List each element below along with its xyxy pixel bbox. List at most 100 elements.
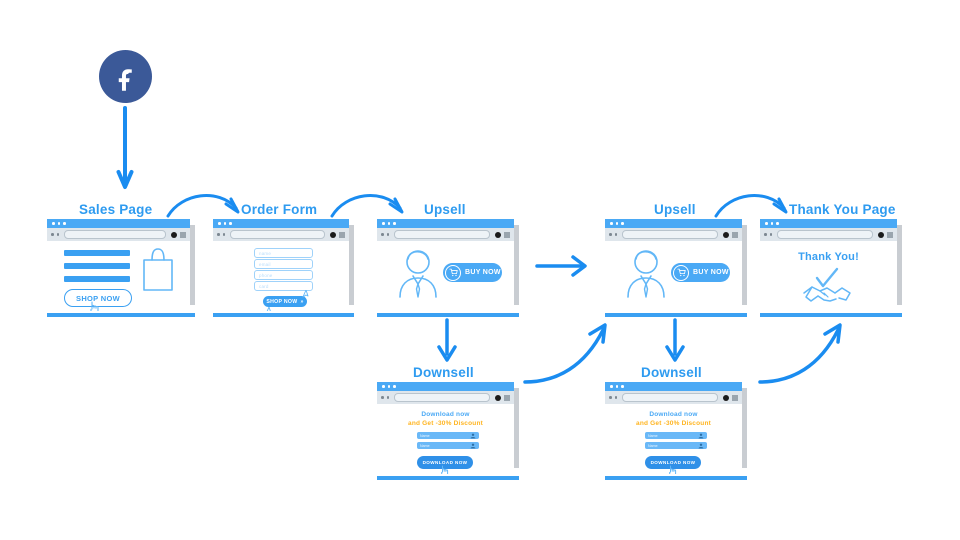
buy-now-button[interactable]: BUY NOW <box>671 263 730 282</box>
window-baseline <box>760 313 902 317</box>
window-frame: Download now and Get -30% Discount Name … <box>605 382 742 474</box>
input-placeholder: Name <box>420 443 430 448</box>
input-name-1[interactable]: Name <box>417 432 479 439</box>
browser-toolbar[interactable] <box>377 228 514 242</box>
window-baseline <box>605 476 747 480</box>
window-titlebar <box>377 382 514 391</box>
gear-icon[interactable] <box>495 231 501 238</box>
back-icon[interactable] <box>609 396 612 399</box>
window-baseline <box>47 313 195 317</box>
gear-icon[interactable] <box>330 231 336 238</box>
window-baseline <box>377 476 519 480</box>
browser-toolbar[interactable] <box>47 228 190 242</box>
browser-toolbar[interactable] <box>605 228 742 242</box>
input-name[interactable]: name <box>254 248 313 258</box>
download-now-button[interactable]: DOWNLOAD NOW <box>417 456 473 469</box>
window-downsell-2[interactable]: Download now and Get -30% Discount Name … <box>605 382 747 480</box>
window-upsell-1[interactable]: BUY NOW <box>377 219 519 317</box>
window-shadow-right <box>897 225 902 305</box>
window-frame: SHOP NOW <box>47 219 190 311</box>
menu-icon[interactable] <box>504 394 510 401</box>
thank-you-message: Thank You! <box>798 251 859 263</box>
browser-toolbar[interactable] <box>377 391 514 405</box>
back-icon[interactable] <box>609 233 612 236</box>
back-icon[interactable] <box>381 396 384 399</box>
arrow-order-form-to-upsell-1 <box>330 194 404 218</box>
menu-icon[interactable] <box>887 231 893 238</box>
browser-toolbar[interactable] <box>760 228 897 242</box>
address-bar[interactable] <box>394 393 490 402</box>
handshake-check-icon <box>803 267 851 302</box>
downsell-headline: Download now <box>421 411 470 418</box>
buy-now-button[interactable]: BUY NOW <box>443 263 502 282</box>
titlebar-dot <box>615 385 618 388</box>
window-frame: BUY NOW <box>377 219 514 311</box>
shop-now-button[interactable]: SHOP NOW » <box>263 296 307 307</box>
address-bar[interactable] <box>230 230 325 239</box>
shopping-cart-icon <box>673 264 689 281</box>
titlebar-dot <box>229 222 232 225</box>
input-name-2[interactable]: Name <box>645 442 707 449</box>
input-name-2[interactable]: Name <box>417 442 479 449</box>
forward-icon[interactable] <box>386 233 389 236</box>
window-thank-you[interactable]: Thank You! <box>760 219 902 317</box>
forward-icon[interactable] <box>56 233 59 236</box>
address-bar[interactable] <box>394 230 490 239</box>
gear-icon[interactable] <box>723 231 729 238</box>
menu-icon[interactable] <box>504 231 510 238</box>
menu-icon[interactable] <box>180 231 186 238</box>
window-downsell-1[interactable]: Download now and Get -30% Discount Name … <box>377 382 519 480</box>
step-title-thank-you: Thank You Page <box>789 202 896 217</box>
window-shadow-right <box>514 225 519 305</box>
address-bar[interactable] <box>622 230 718 239</box>
browser-toolbar[interactable] <box>213 228 349 242</box>
forward-icon[interactable] <box>386 396 389 399</box>
window-order-form[interactable]: name email phone card SHOP NOW » <box>213 219 354 317</box>
forward-icon[interactable] <box>769 233 772 236</box>
window-upsell-2[interactable]: BUY NOW <box>605 219 747 317</box>
step-title-downsell-1: Downsell <box>413 365 474 380</box>
cursor-arrow-icon <box>302 290 309 298</box>
gear-icon[interactable] <box>723 394 729 401</box>
window-baseline <box>605 313 747 317</box>
forward-icon[interactable] <box>614 396 617 399</box>
titlebar-dot <box>223 222 226 225</box>
arrow-upsell-2-to-downsell-2 <box>665 318 685 362</box>
back-icon[interactable] <box>381 233 384 236</box>
back-icon[interactable] <box>764 233 767 236</box>
forward-icon[interactable] <box>222 233 225 236</box>
menu-icon[interactable] <box>732 231 738 238</box>
input-placeholder: Name <box>420 433 430 438</box>
address-bar[interactable] <box>622 393 718 402</box>
titlebar-dot <box>393 385 396 388</box>
forward-icon[interactable] <box>614 233 617 236</box>
browser-toolbar[interactable] <box>605 391 742 405</box>
window-sales-page[interactable]: SHOP NOW <box>47 219 195 317</box>
window-shadow-right <box>190 225 195 305</box>
back-icon[interactable] <box>51 233 54 236</box>
address-bar[interactable] <box>777 230 873 239</box>
titlebar-dot <box>63 222 66 225</box>
window-titlebar <box>377 219 514 228</box>
address-bar[interactable] <box>64 230 166 239</box>
menu-icon[interactable] <box>732 394 738 401</box>
gear-icon[interactable] <box>495 394 501 401</box>
input-name-1[interactable]: Name <box>645 432 707 439</box>
input-phone[interactable]: phone <box>254 270 313 280</box>
gear-icon[interactable] <box>878 231 884 238</box>
gear-icon[interactable] <box>171 231 177 238</box>
window-frame: Thank You! <box>760 219 897 311</box>
input-email[interactable]: email <box>254 259 313 269</box>
titlebar-dot <box>387 385 390 388</box>
text-bar <box>64 250 130 256</box>
input-card[interactable]: card <box>254 281 313 291</box>
user-icon <box>470 433 476 438</box>
businessman-icon <box>627 250 665 298</box>
menu-icon[interactable] <box>339 231 345 238</box>
back-icon[interactable] <box>217 233 220 236</box>
arrow-upsell-1-to-upsell-2 <box>535 255 587 277</box>
page-content-sales: SHOP NOW <box>47 241 190 311</box>
window-shadow-right <box>742 388 747 468</box>
download-now-button[interactable]: DOWNLOAD NOW <box>645 456 701 469</box>
